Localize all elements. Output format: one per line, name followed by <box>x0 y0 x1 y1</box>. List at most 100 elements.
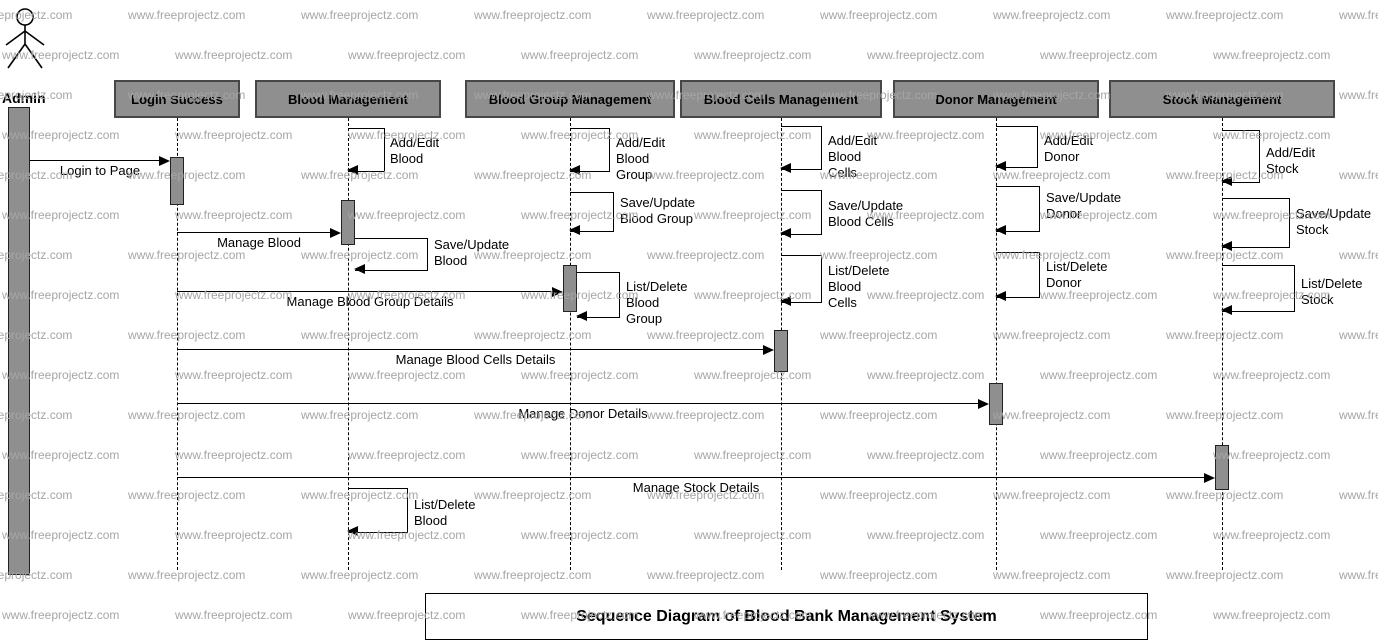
watermark-text: www.freeprojectz.com <box>348 448 466 462</box>
watermark-text: www.freeprojectz.com <box>993 408 1111 422</box>
watermark-text: www.freeprojectz.com <box>521 448 639 462</box>
watermark-text: www.freeprojectz.com <box>993 168 1111 182</box>
watermark-text: www.freeprojectz.com <box>867 528 985 542</box>
message-label: Manage Blood Cells Details <box>395 352 556 367</box>
activation-blood-management <box>341 200 355 245</box>
watermark-text: www.freeprojectz.com <box>647 8 765 22</box>
arrowhead-left-icon <box>1221 176 1232 186</box>
arrowhead-left-icon <box>780 296 791 306</box>
watermark-text: www.freeprojectz.com <box>521 528 639 542</box>
self-message-label: List/Delete Blood Cells <box>828 263 890 310</box>
message-manage-blood: Manage Blood <box>177 228 341 256</box>
self-message-label: Add/Edit Donor <box>1044 133 1094 164</box>
self-message-label: List/Delete Donor <box>1046 259 1108 290</box>
diagram-title-box: Sequence Diagram of Blood Bank Managemen… <box>425 593 1148 640</box>
watermark-text: www.freeprojectz.com <box>128 8 246 22</box>
lifeline-stock-management: Stock Management <box>1109 80 1335 118</box>
watermark-text: www.freeprojectz.com <box>867 368 985 382</box>
watermark-text: www.freeprojectz.com <box>1339 408 1378 422</box>
watermark-text: www.freeprojectz.com <box>1339 88 1378 102</box>
watermark-text: www.freeprojectz.com <box>1339 8 1378 22</box>
watermark-text: www.freeprojectz.com <box>128 568 246 582</box>
watermark-text: www.freeprojectz.com <box>1166 328 1284 342</box>
lifeline-blood-group-management: Blood Group Management <box>465 80 675 118</box>
lifeline-dash-login-success <box>177 118 178 570</box>
self-message-list-delete-blood-group: List/Delete Blood Group <box>576 272 687 326</box>
arrowhead-left-icon <box>576 311 587 321</box>
self-message-label: List/Delete Stock <box>1301 276 1363 307</box>
arrowhead-right-icon <box>978 399 989 409</box>
watermark-text: www.freeprojectz.com <box>175 448 293 462</box>
watermark-text: www.freeprojectz.com <box>348 208 466 222</box>
message-manage-blood-group-details: Manage Blood Group Details <box>177 287 563 315</box>
message-line <box>177 349 766 350</box>
lifeline-dash-donor-management <box>996 118 997 570</box>
watermark-text: www.freeprojectz.com <box>647 328 765 342</box>
message-label: Manage Blood <box>217 235 301 250</box>
message-label: Login to Page <box>59 163 141 178</box>
watermark-text: www.freeprojectz.com <box>1040 448 1158 462</box>
watermark-text: www.freeprojectz.com <box>1213 448 1331 462</box>
arrowhead-right-icon <box>1204 473 1215 483</box>
self-message-save-update-blood: Save/Update Blood <box>354 237 509 274</box>
message-manage-donor-details: Manage Donor Details <box>177 399 989 427</box>
watermark-text: www.freeprojectz.com <box>175 128 293 142</box>
activation-donor-management <box>989 383 1003 425</box>
self-message-label: List/Delete Blood <box>414 497 476 528</box>
lifeline-label: Donor Management <box>935 91 1057 107</box>
watermark-text: www.freeprojectz.com <box>1166 408 1284 422</box>
lifeline-label: Blood Cells Management <box>703 91 859 107</box>
lifeline-label: Login Success <box>131 91 223 107</box>
self-message-label: Add/Edit Stock <box>1266 145 1316 176</box>
lifeline-dash-stock-management <box>1222 118 1223 570</box>
watermark-text: www.freeprojectz.com <box>867 48 985 62</box>
watermark-text: www.freeprojectz.com <box>521 48 639 62</box>
arrowhead-left-icon <box>995 161 1006 171</box>
arrowhead-left-icon <box>347 165 358 175</box>
message-line <box>177 232 333 233</box>
lifeline-label: Stock Management <box>1162 91 1282 107</box>
message-label: Manage Blood Group Details <box>286 294 454 309</box>
lifeline-label: Blood Management <box>288 91 408 107</box>
arrowhead-left-icon <box>780 228 791 238</box>
message-label: Manage Stock Details <box>632 480 760 495</box>
watermark-text: www.freeprojectz.com <box>1339 168 1378 182</box>
lifeline-dash-blood-group-management <box>570 118 571 570</box>
watermark-text: www.freeprojectz.com <box>1040 528 1158 542</box>
self-message-list-delete-blood-cells: List/Delete Blood Cells <box>780 255 889 310</box>
activation-blood-cells-management <box>774 330 788 372</box>
watermark-text: www.freeprojectz.com <box>301 8 419 22</box>
watermark-text: www.freeprojectz.com <box>474 568 592 582</box>
arrowhead-left-icon <box>1221 305 1232 315</box>
watermark-text: www.freeprojectz.com <box>694 448 812 462</box>
activation-stock-management <box>1215 445 1229 490</box>
message-line <box>177 477 1207 478</box>
watermark-text: www.freeprojectz.com <box>1339 568 1378 582</box>
watermark-text: www.freeprojectz.com <box>1040 48 1158 62</box>
self-message-label: Save/Update Donor <box>1046 190 1122 221</box>
lifeline-dash-blood-management <box>348 118 349 570</box>
activation-login-success <box>170 157 184 205</box>
self-message-label: Add/Edit Blood Group <box>616 135 666 182</box>
watermark-text: www.freeprojectz.com <box>694 48 812 62</box>
lifeline-blood-cells-management: Blood Cells Management <box>680 80 882 118</box>
arrowhead-left-icon <box>569 165 580 175</box>
self-message-label: Save/Update Stock <box>1296 206 1372 237</box>
message-line <box>177 403 981 404</box>
lifeline-label: Blood Group Management <box>488 91 652 107</box>
watermark-text: www.freeprojectz.com <box>820 568 938 582</box>
watermark-text: www.freeprojectz.com <box>175 208 293 222</box>
watermark-text: www.freeprojectz.com <box>175 608 293 622</box>
watermark-text: www.freeprojectz.com <box>993 568 1111 582</box>
watermark-text: www.freeprojectz.com <box>1040 368 1158 382</box>
watermark-text: www.freeprojectz.com <box>1166 8 1284 22</box>
self-message-add-edit-stock: Add/Edit Stock <box>1221 130 1315 186</box>
arrowhead-right-icon <box>763 345 774 355</box>
self-message-save-update-blood-group: Save/Update Blood Group <box>569 192 695 235</box>
watermark-text: www.freeprojectz.com <box>1339 488 1378 502</box>
self-message-save-update-blood-cells: Save/Update Blood Cells <box>780 190 903 238</box>
arrowhead-left-icon <box>347 526 358 536</box>
watermark-text: www.freeprojectz.com <box>474 8 592 22</box>
arrowhead-left-icon <box>780 163 791 173</box>
